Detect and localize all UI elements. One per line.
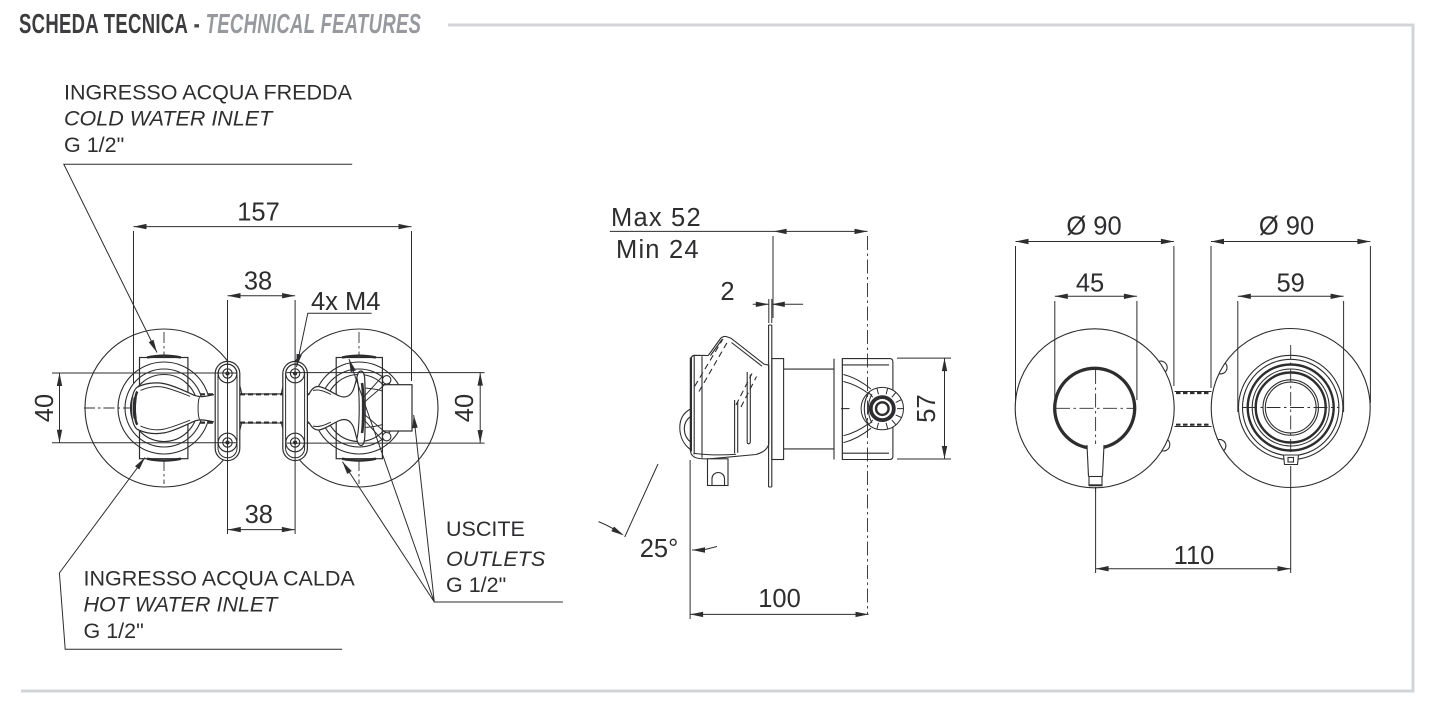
svg-text:G 1/2": G 1/2": [446, 573, 506, 597]
svg-text:G 1/2": G 1/2": [64, 133, 124, 157]
svg-text:Max 52: Max 52: [611, 204, 702, 232]
svg-text:2: 2: [720, 278, 734, 306]
svg-text:40: 40: [31, 394, 59, 422]
svg-text:110: 110: [1174, 542, 1215, 570]
svg-text:100: 100: [758, 585, 801, 613]
svg-text:4x M4: 4x M4: [311, 288, 380, 316]
svg-text:Min 24: Min 24: [616, 236, 700, 264]
svg-text:G 1/2": G 1/2": [84, 619, 144, 643]
svg-text:HOT WATER INLET: HOT WATER INLET: [84, 593, 280, 617]
svg-text:57: 57: [913, 394, 941, 422]
svg-text:INGRESSO ACQUA FREDDA: INGRESSO ACQUA FREDDA: [64, 81, 353, 105]
svg-text:SCHEDA TECNICA - TECHNICAL FEA: SCHEDA TECNICA - TECHNICAL FEATURES: [19, 9, 421, 40]
svg-text:38: 38: [245, 501, 273, 529]
svg-text:COLD WATER INLET: COLD WATER INLET: [64, 107, 274, 131]
svg-text:38: 38: [244, 268, 272, 296]
svg-text:45: 45: [1076, 270, 1104, 298]
svg-text:USCITE: USCITE: [446, 517, 525, 541]
svg-text:59: 59: [1277, 270, 1305, 298]
svg-text:Ø 90: Ø 90: [1066, 213, 1121, 241]
svg-text:25°: 25°: [640, 535, 679, 563]
svg-text:OUTLETS: OUTLETS: [446, 547, 546, 571]
svg-text:Ø 90: Ø 90: [1259, 213, 1314, 241]
svg-text:INGRESSO ACQUA CALDA: INGRESSO ACQUA CALDA: [84, 567, 356, 591]
svg-text:157: 157: [237, 199, 280, 227]
svg-text:40: 40: [451, 394, 479, 422]
